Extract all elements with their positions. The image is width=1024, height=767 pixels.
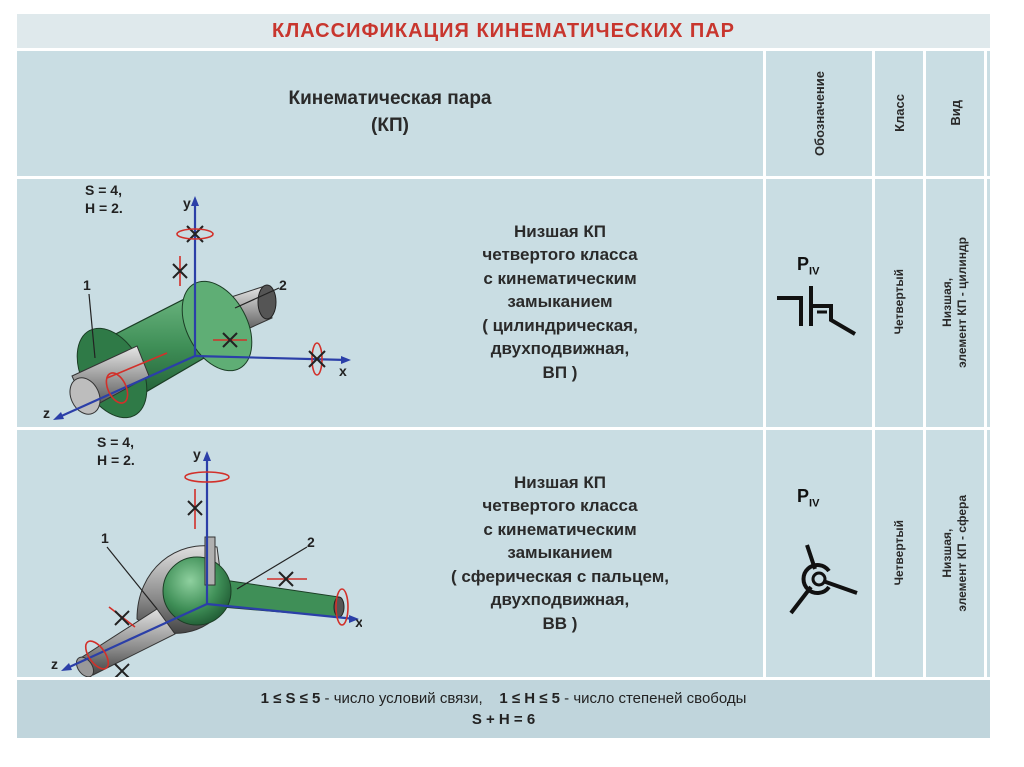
row2-desc-line4: замыканием [507, 543, 613, 563]
row2-symbol-sub: IV [809, 497, 820, 510]
row2-class-text: Четвертый [891, 520, 906, 586]
row2-params: S = 4, H = 2. [97, 434, 135, 469]
row1-class-text: Четвертый [891, 269, 906, 335]
row2-y-translation-forbidden-marker [187, 489, 203, 529]
row2-description: Низшая КП четвертого класса с кинематиче… [357, 429, 763, 677]
row1-desc-line4: замыканием [507, 292, 613, 312]
x-rotation-forbidden-marker [308, 342, 326, 376]
row2-h-value: H = 2. [97, 451, 135, 468]
row2-desc-line6: двухподвижная, [490, 590, 630, 610]
row-divider-2 [17, 427, 990, 430]
cylindrical-pair-symbol [777, 286, 857, 336]
row1-symbol-sub: IV [809, 265, 820, 278]
row1-desc-line3: с кинематическим [483, 268, 637, 288]
row2-type-text: Низшая, элемент КП - сфера [940, 494, 969, 612]
type-header: Вид [926, 50, 984, 176]
row1-desc-line2: четвертого класса [482, 245, 638, 265]
footer-formula: 1 ≤ S ≤ 5 - число условий связи, 1 ≤ H ≤… [17, 680, 990, 738]
row1-desc-line5: ( цилиндрическая, [482, 315, 638, 335]
footer-line1: 1 ≤ S ≤ 5 - число условий связи, 1 ≤ H ≤… [261, 688, 747, 709]
y-rotation-forbidden-marker [176, 225, 214, 243]
row2-y-axis-label: y [193, 446, 201, 462]
row2-symbol-label: PIV [797, 486, 819, 510]
x-translation-forbidden-marker [213, 332, 247, 348]
row2-desc-line1: Низшая КП [513, 472, 607, 492]
s-caption: - число условий связи, [320, 690, 483, 707]
row2-z-rotation-forbidden-marker [108, 606, 136, 628]
row2-s-value: S = 4, [97, 434, 134, 450]
z-axis-label: z [43, 405, 50, 421]
row2-symbol-main: P [797, 486, 810, 506]
kp-header-line2: (КП) [371, 115, 409, 136]
page-title: КЛАССИФИКАЦИЯ КИНЕМАТИЧЕСКИХ ПАР [17, 14, 990, 48]
h-caption: - число степеней свободы [560, 690, 747, 707]
row2-desc-line5: ( сферическая с пальцем, [450, 566, 670, 586]
col-divider-3 [923, 48, 926, 677]
row1-description: Низшая КП четвертого класса с кинематиче… [357, 178, 763, 426]
row2-type-cell: Низшая, элемент КП - сфера [926, 429, 984, 677]
row1-params: S = 4, H = 2. [85, 182, 123, 217]
y-axis-label: y [183, 195, 191, 211]
s-range: 1 ≤ S ≤ 5 [260, 690, 321, 707]
row1-class-cell: Четвертый [875, 178, 923, 426]
sum-formula: S + H = 6 [471, 711, 536, 728]
row2-desc-line7: ВВ ) [542, 613, 578, 633]
col-divider-1 [763, 48, 766, 677]
row2-part-1-label: 1 [101, 530, 109, 546]
row1-h-value: H = 2. [85, 199, 123, 216]
designation-header: Обозначение [766, 50, 872, 176]
y-translation-forbidden-marker [172, 256, 188, 286]
class-header: Класс [875, 50, 923, 176]
row2-x-axis-label: x [355, 614, 362, 630]
z-motion-arrows [105, 352, 168, 404]
row1-s-value: S = 4, [85, 182, 122, 198]
col-divider-4 [984, 48, 987, 677]
row2-desc-line2: четвертого класса [482, 496, 638, 516]
row1-type-cell: Низшая, элемент КП - цилиндр [926, 178, 984, 426]
row1-symbol-label: PIV [797, 254, 819, 278]
row-divider-1 [17, 176, 990, 179]
class-header-label: Класс [891, 94, 907, 132]
poster: КЛАССИФИКАЦИЯ КИНЕМАТИЧЕСКИХ ПАР Кинемат… [17, 14, 990, 738]
type-header-label: Вид [947, 100, 963, 126]
col-divider-2 [872, 48, 875, 677]
row1-desc-line7: ВП ) [542, 362, 578, 382]
spherical-pin-pair-illustration: x y z 1 2 [51, 446, 362, 677]
row2-z-translation-forbidden-marker [114, 663, 130, 677]
row2-class-cell: Четвертый [875, 429, 923, 677]
part-1-label: 1 [83, 277, 91, 293]
designation-header-label: Обозначение [811, 70, 827, 156]
row2-x-translation-forbidden-marker [267, 571, 307, 587]
row1-desc-line6: двухподвижная, [490, 339, 630, 359]
row2-part-2-label: 2 [307, 534, 315, 550]
part-2-label: 2 [279, 277, 287, 293]
row1-symbol-main: P [797, 254, 810, 274]
row-divider-3 [17, 677, 990, 680]
kp-header: Кинематическая пара (КП) [17, 50, 763, 176]
row1-type-text: Низшая, элемент КП - цилиндр [940, 236, 969, 368]
x-axis-label: x [339, 363, 347, 379]
row2-desc-line3: с кинематическим [483, 519, 637, 539]
kp-header-line1: Кинематическая пара [288, 88, 492, 110]
h-range: 1 ≤ H ≤ 5 [499, 690, 561, 707]
row1-desc-line1: Низшая КП [513, 221, 607, 241]
header-divider [17, 48, 990, 51]
spherical-pin-pair-symbol [789, 544, 858, 615]
row2-z-axis-label: z [51, 656, 58, 672]
cylindrical-pair-illustration: x y z 1 2 [43, 195, 351, 421]
